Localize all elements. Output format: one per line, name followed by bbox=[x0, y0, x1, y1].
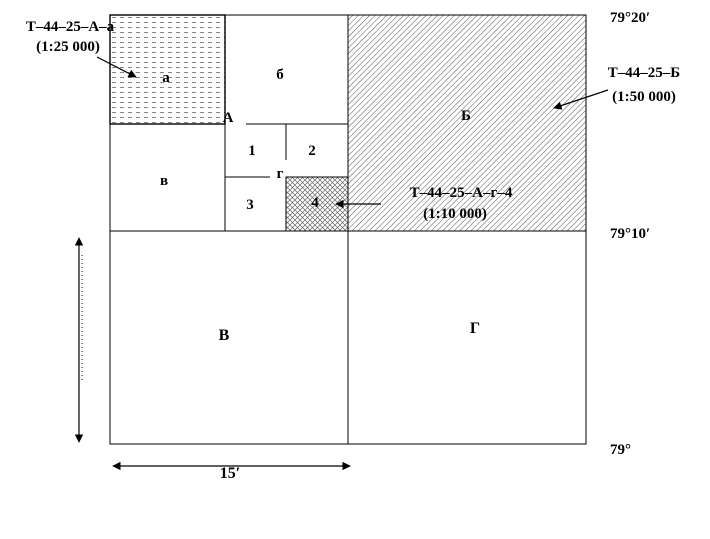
arrow-to-B bbox=[553, 89, 609, 110]
nomenclature-a: Т–44–25–А–а bbox=[26, 19, 115, 35]
sub-label-v: в bbox=[160, 173, 168, 189]
sheet-label-B: Б bbox=[461, 108, 471, 124]
sheet-label-G: Г bbox=[470, 320, 480, 337]
scale-B: (1:50 000) bbox=[612, 89, 676, 105]
sheet-label-A: А bbox=[223, 110, 234, 126]
sheet-grid bbox=[109, 14, 587, 445]
quarter-label-2: 2 bbox=[308, 143, 316, 159]
latitude-mid: 79°10′ bbox=[610, 226, 650, 242]
nomenclature-g4: Т–44–25–А–г–4 bbox=[410, 185, 513, 201]
scale-a: (1:25 000) bbox=[36, 39, 100, 55]
quarter-label-1: 1 bbox=[248, 143, 256, 159]
sub-label-g: г bbox=[277, 166, 284, 182]
latitude-top: 79°20′ bbox=[610, 10, 650, 26]
nomenclature-B: Т–44–25–Б bbox=[608, 65, 681, 81]
width-label: 15′ bbox=[220, 465, 241, 482]
sub-a-fill bbox=[110, 15, 225, 124]
scale-g4: (1:10 000) bbox=[423, 206, 487, 222]
sheet-label-V: В bbox=[219, 327, 230, 344]
sheet-B-hatch bbox=[348, 15, 586, 231]
sub-label-a: а bbox=[162, 70, 170, 86]
latitude-bottom: 79° bbox=[610, 442, 631, 458]
sub-label-b: б bbox=[276, 67, 284, 83]
arrow-to-a bbox=[96, 56, 137, 78]
quarter-label-4: 4 bbox=[311, 195, 319, 211]
quarter-label-3: 3 bbox=[246, 197, 254, 213]
